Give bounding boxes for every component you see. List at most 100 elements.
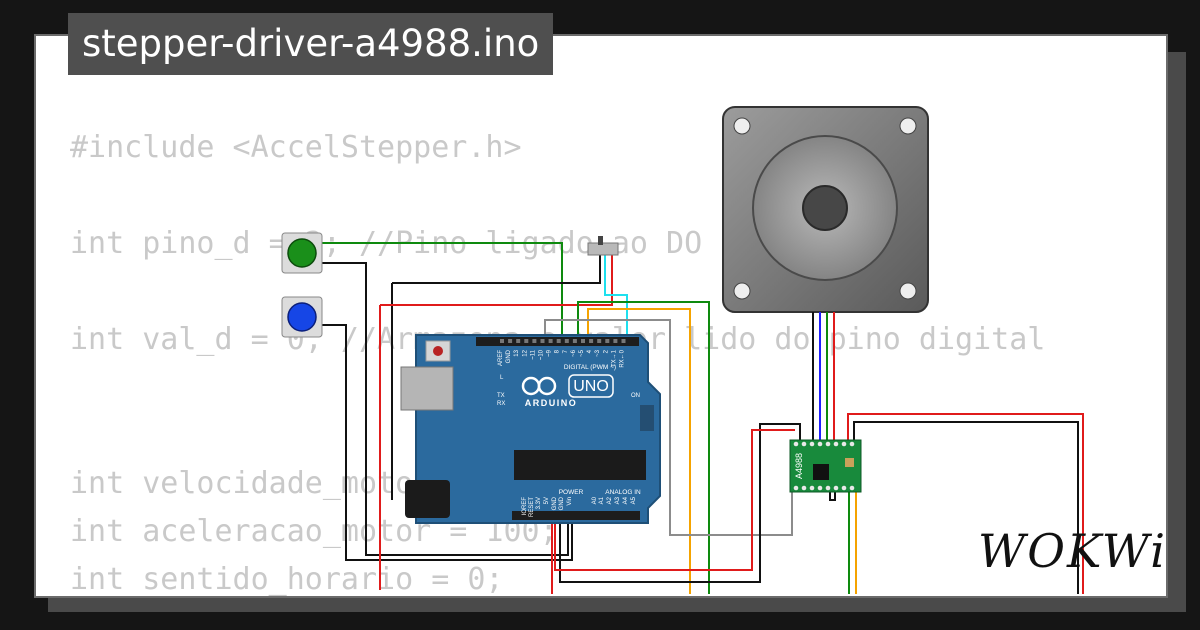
analog-label: ANALOG IN	[605, 489, 641, 496]
driver-chip	[813, 464, 829, 480]
power-analog-header	[512, 511, 640, 520]
header-pin	[548, 339, 553, 343]
motor-screw-hole	[733, 282, 751, 300]
reset-button-cap	[433, 346, 443, 356]
wires	[322, 242, 1084, 594]
digital-pin-label: ~10	[539, 349, 545, 360]
power-pin-label: IOREF	[522, 497, 528, 516]
driver-pin	[849, 441, 855, 447]
driver-pin	[801, 485, 807, 491]
wire-red-driver	[554, 429, 795, 571]
icsp-header	[640, 405, 654, 431]
driver-pin	[841, 485, 847, 491]
code-line: #include <AccelStepper.h>	[70, 130, 522, 165]
driver-pin	[793, 485, 799, 491]
power-pin-label: Vin	[567, 497, 573, 506]
wire-black-switch	[392, 255, 601, 284]
power-pin-label: RESET	[529, 497, 535, 517]
header-pin	[540, 339, 545, 343]
digital-pin-label: RX←0	[620, 349, 626, 367]
power-pin-label: A3	[615, 496, 621, 504]
header-pin	[500, 339, 504, 343]
power-pin-label: A1	[599, 496, 605, 504]
header-pin	[613, 339, 618, 343]
driver-pin	[849, 485, 855, 491]
power-pin-label: 3.3V	[536, 497, 542, 509]
power-label: POWER	[559, 489, 584, 496]
wire-black-loop	[829, 492, 836, 501]
digital-pin-label: 13	[514, 349, 520, 356]
digital-pin-label: 4	[587, 349, 593, 353]
digital-pin-label: ~9	[547, 349, 553, 357]
digital-pin-label: AREF	[498, 350, 504, 366]
header-pin	[605, 339, 610, 343]
uno-frame	[568, 374, 614, 398]
wire-gray-driver	[544, 319, 793, 536]
header-pin	[581, 339, 585, 343]
arduino-brand-label: ARDUINO	[525, 398, 578, 408]
header-pin	[564, 339, 569, 343]
power-pin-label: A2	[607, 496, 613, 504]
slide-switch[interactable]	[587, 236, 619, 256]
driver-pin	[833, 441, 839, 447]
power-pin-label: GND	[559, 496, 565, 510]
digital-pin-label: 7	[563, 349, 569, 353]
digital-pin-label: 2	[603, 349, 609, 353]
wire-red-switch	[380, 255, 613, 306]
digital-pin-label: ~5	[579, 349, 585, 357]
diagram-canvas: #include <AccelStepper.h>int pino_d = 2;…	[34, 34, 1168, 598]
pushbutton-green[interactable]	[281, 232, 323, 274]
power-pin-label: A0	[592, 496, 598, 504]
power-jack	[405, 480, 450, 518]
pushbutton-blue[interactable]	[281, 296, 323, 338]
header-pin	[508, 339, 513, 343]
driver-pin	[809, 485, 815, 491]
digital-pin-label: ~6	[571, 349, 577, 357]
wokwi-logo: WOKWi	[978, 524, 1167, 578]
power-pin-label: GND	[552, 496, 558, 510]
motor-shaft	[802, 185, 848, 231]
arduino-infinity-logo	[537, 376, 557, 396]
driver-pin	[817, 441, 823, 447]
header-pin	[621, 339, 626, 343]
wire-orange-d7	[587, 308, 691, 594]
button-cap-blue	[287, 302, 317, 332]
header-pin	[589, 339, 594, 343]
wire-black-button2-gnd	[322, 324, 573, 561]
uno-model-label: UNO	[573, 378, 609, 395]
driver-pin	[801, 441, 807, 447]
header-pin	[516, 339, 521, 343]
power-pin-label: 5V	[544, 497, 550, 504]
digital-label: DIGITAL (PWM ~)	[564, 364, 616, 371]
driver-pin	[833, 485, 839, 491]
wire-green-d8	[577, 301, 710, 594]
motor-screw-hole	[733, 117, 751, 135]
a4988-driver[interactable]: A4988	[789, 439, 862, 493]
power-pin-label: A5	[631, 496, 637, 504]
l-led-label: L	[500, 375, 504, 381]
digital-pin-label: GND	[506, 349, 512, 363]
wire-cyan-switch	[604, 255, 628, 345]
button-cap-green	[287, 238, 317, 268]
stepper-motor[interactable]	[722, 106, 929, 313]
on-label: ON	[631, 393, 640, 399]
wire-black-vmot-gnd	[853, 421, 1079, 594]
driver-label: A4988	[794, 453, 804, 479]
atmega-chip	[514, 450, 646, 480]
wire-black-button1-gnd	[322, 262, 569, 556]
rx-led-label: RX	[497, 401, 505, 407]
project-title: stepper-driver-a4988.ino	[68, 13, 554, 75]
wire-green-button	[322, 242, 563, 345]
digital-pin-label: ~3	[595, 349, 601, 357]
digital-pin-label: ~11	[530, 349, 536, 359]
digital-pin-label: 8	[555, 349, 561, 353]
driver-potentiometer	[845, 458, 854, 467]
motor-screw-hole	[899, 117, 917, 135]
code-line: int sentido_horario = 0;	[70, 562, 504, 597]
digital-pin-label: TX→1	[611, 349, 617, 367]
driver-pin	[825, 485, 831, 491]
driver-pins	[793, 441, 855, 491]
